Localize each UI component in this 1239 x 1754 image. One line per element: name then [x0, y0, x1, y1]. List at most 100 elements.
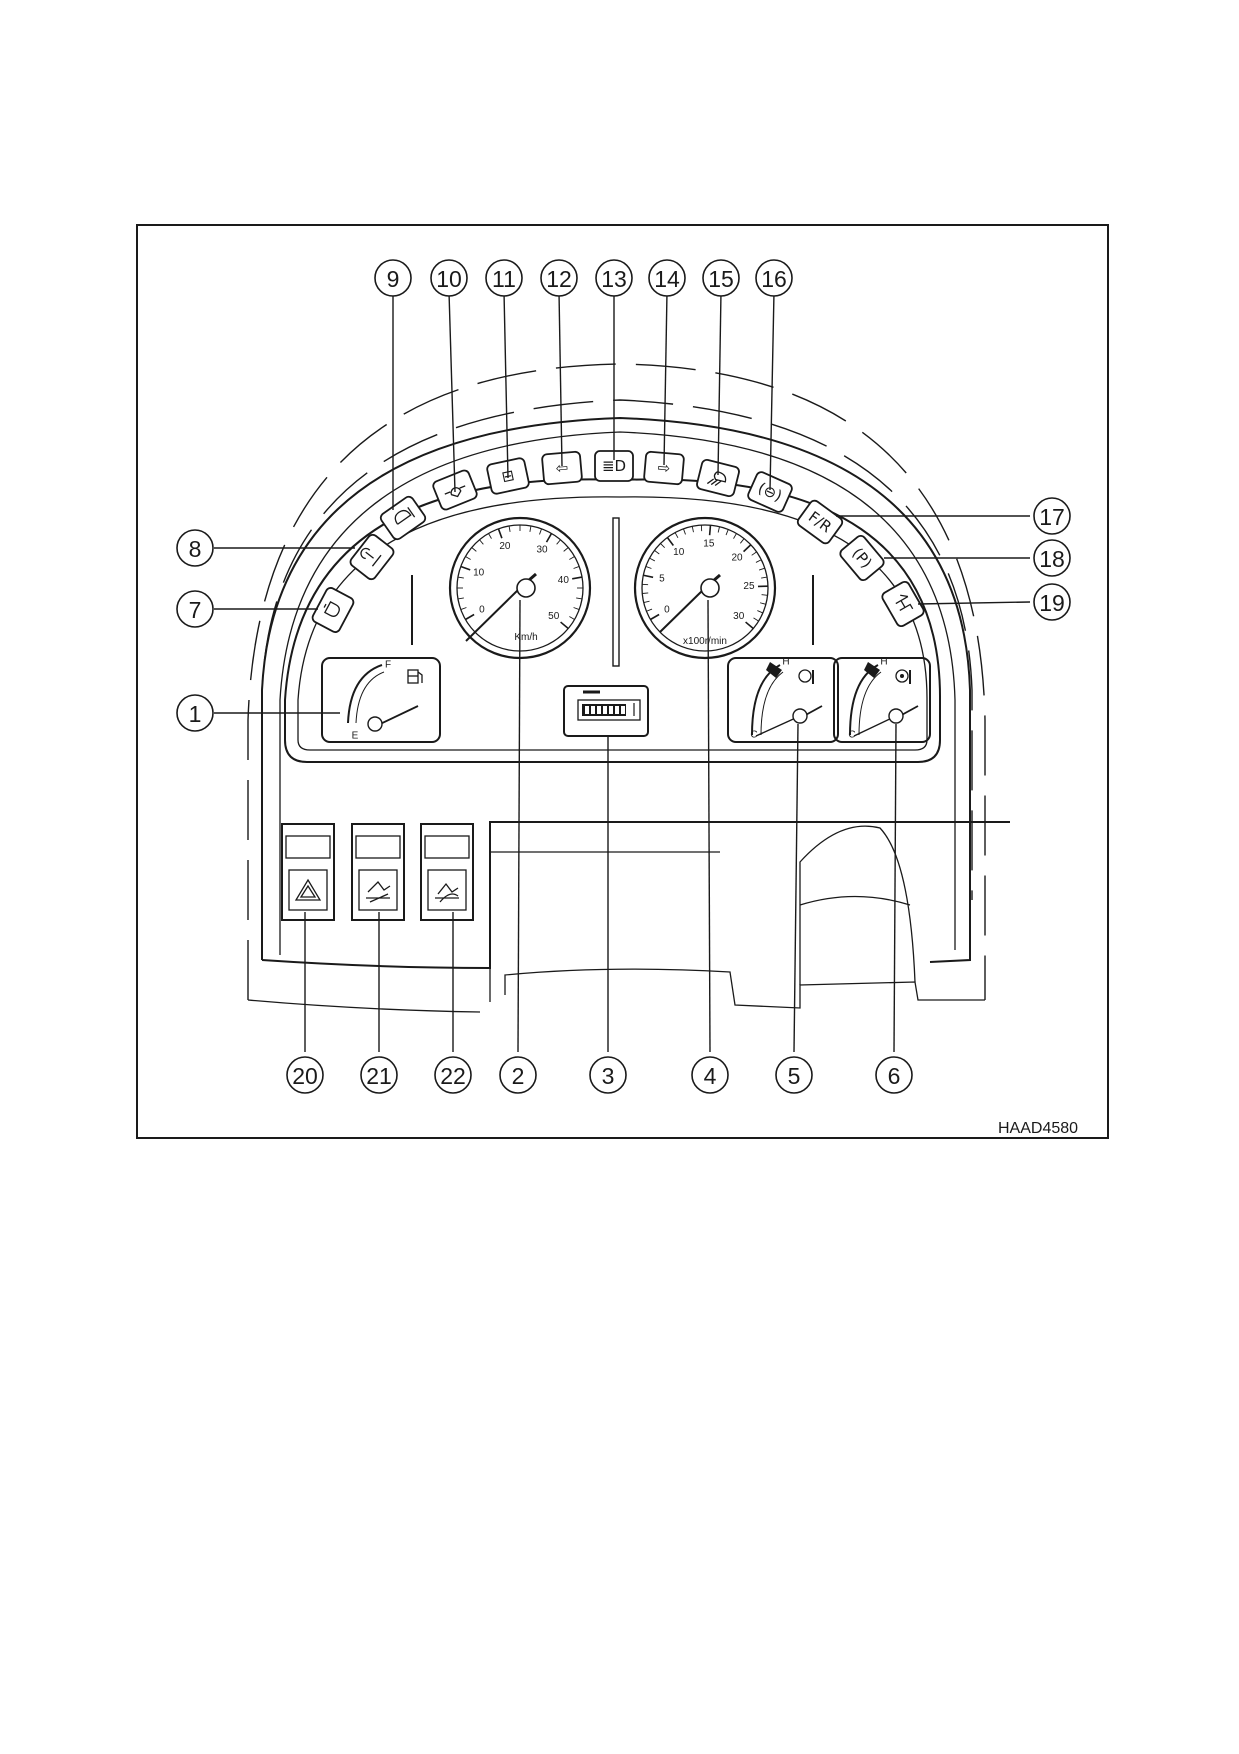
speedo-tick-label: 50 — [548, 611, 560, 622]
callout-12: 12 — [540, 259, 578, 297]
callout-19: 19 — [1033, 583, 1071, 621]
rear-work-light-icon — [435, 882, 459, 903]
speedo-tick — [556, 539, 561, 545]
fuel-full-mark: F — [385, 660, 391, 671]
tacho-tick — [643, 600, 650, 603]
tacho-tick — [708, 525, 712, 536]
callout-label: 21 — [366, 1063, 392, 1089]
speedo-tick — [569, 556, 575, 560]
high-beam-icon: ≣D — [602, 457, 626, 475]
callout-16: 16 — [755, 259, 793, 297]
speedo-tick-label: 40 — [558, 575, 570, 586]
transmission-cold-mark: C — [848, 730, 855, 741]
lamp-glow-plug — [311, 587, 355, 633]
speedo-tick — [572, 576, 583, 580]
speedo-tick — [465, 613, 475, 621]
callout-4: 4 — [691, 1056, 729, 1094]
callout-label: 4 — [704, 1063, 717, 1089]
callout-label: 17 — [1039, 504, 1065, 530]
speedo-tick — [471, 547, 477, 552]
callout-1: 1 — [176, 694, 214, 732]
callout-label: 15 — [708, 266, 734, 292]
fuel-empty-mark: E — [352, 731, 359, 742]
speedo-tick — [460, 565, 471, 571]
speedometer-unit: Km/h — [514, 632, 537, 643]
callout-14: 14 — [648, 259, 686, 297]
tacho-tick — [759, 602, 766, 605]
hazard-switch[interactable] — [281, 823, 335, 921]
lamp-turn-right: ⇨ — [643, 450, 685, 486]
lamp-turn-left: ⇦ — [541, 450, 583, 486]
callout-21: 21 — [360, 1056, 398, 1094]
lamp-forward-reverse: F/R — [796, 499, 844, 545]
lamp-brake-pedal — [349, 533, 395, 581]
tacho-tick — [733, 533, 737, 539]
tacho-tick — [691, 526, 694, 533]
callout-13: 13 — [595, 259, 633, 297]
speedo-tick-label: 10 — [473, 567, 485, 578]
callout-10: 10 — [430, 259, 468, 297]
oil-pressure-icon — [444, 485, 466, 498]
speedo-tick — [569, 616, 575, 620]
coolant-hot-mark: H — [782, 657, 789, 668]
callout-label: 1 — [189, 701, 202, 727]
tacho-tick-label: 30 — [733, 611, 745, 622]
speedo-tick — [488, 533, 492, 539]
brake-pedal-icon — [360, 547, 382, 567]
figure-frame — [136, 224, 1109, 1139]
tacho-tick — [745, 621, 754, 630]
svg-text:≣D: ≣D — [602, 457, 626, 475]
tacho-tick-label: 15 — [703, 539, 715, 550]
transmission-temp-gauge: H C — [833, 657, 931, 743]
tacho-tick-label: 5 — [659, 574, 665, 585]
speedo-tick — [529, 525, 532, 532]
callout-3: 3 — [589, 1056, 627, 1094]
work-light-icon — [706, 471, 727, 487]
rocker-switches — [281, 823, 474, 921]
speedo-tick — [539, 528, 542, 535]
speedo-tick — [545, 533, 553, 543]
speedo-tick-label: 0 — [479, 605, 485, 616]
coolant-temp-gauge: H C — [727, 657, 839, 743]
callout-6: 6 — [875, 1056, 913, 1094]
tacho-tick — [674, 532, 679, 539]
tacho-tick-label: 25 — [743, 581, 755, 592]
svg-text:⇨: ⇨ — [657, 458, 671, 477]
speedo-tick — [560, 621, 569, 630]
callout-label: 14 — [654, 266, 680, 292]
tacho-tick — [660, 543, 666, 549]
callout-11: 11 — [485, 259, 523, 297]
svg-text:⇦: ⇦ — [555, 458, 569, 477]
front-work-light-switch[interactable] — [351, 823, 405, 921]
callout-label: 11 — [492, 266, 516, 292]
callout-label: 13 — [601, 266, 627, 292]
leader-lines — [214, 291, 1031, 1053]
speedo-tick — [576, 597, 583, 600]
rear-work-light-switch[interactable] — [420, 823, 474, 921]
tacho-tick — [649, 557, 656, 562]
callout-label: 5 — [788, 1063, 801, 1089]
fuel-gauge: F E — [321, 657, 441, 743]
tacho-tick — [650, 613, 660, 621]
tacho-tick — [740, 538, 745, 544]
speedo-tick — [497, 528, 503, 539]
tacho-tick — [725, 529, 729, 536]
coolant-temp-icon — [798, 669, 814, 684]
tacho-tick — [642, 592, 649, 594]
tacho-tick — [753, 617, 759, 622]
tacho-tick — [743, 544, 752, 553]
clamp-icon — [895, 594, 914, 612]
speedo-tick — [573, 607, 580, 610]
tacho-tick — [646, 608, 653, 612]
speedo-tick — [460, 607, 467, 610]
tacho-tick — [645, 566, 652, 569]
callout-label: 10 — [436, 266, 462, 292]
callout-label: 8 — [189, 536, 202, 562]
callout-5: 5 — [775, 1056, 813, 1094]
speedo-tick — [457, 576, 464, 579]
callout-8: 8 — [176, 529, 214, 567]
speedo-tick — [508, 525, 511, 532]
